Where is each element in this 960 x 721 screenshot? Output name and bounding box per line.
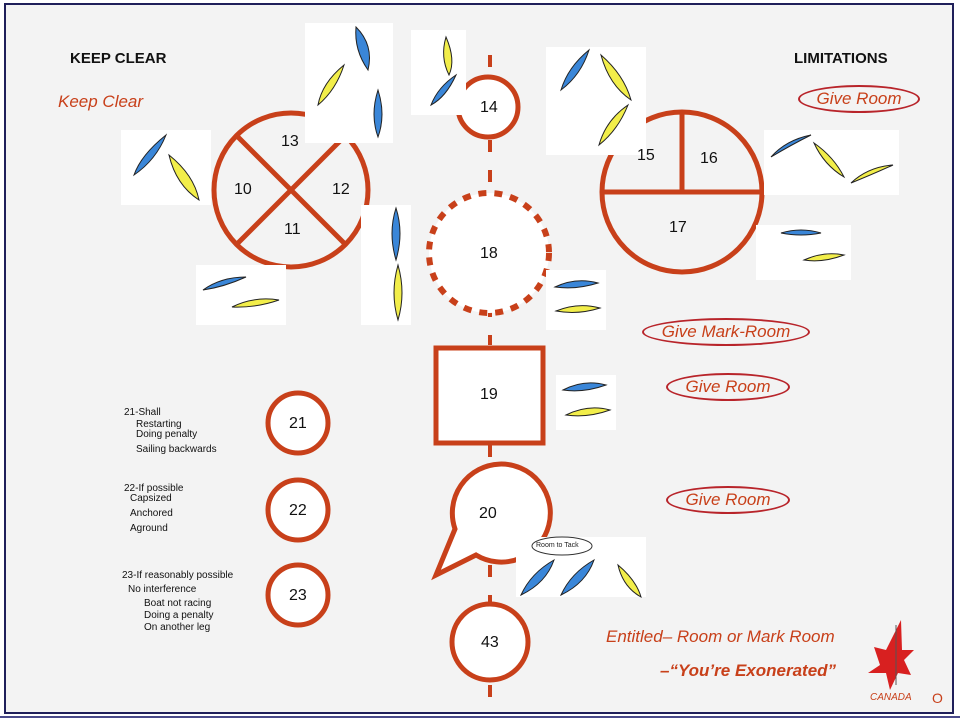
- diagram-graphics: [121, 23, 914, 712]
- rule-21-circle: [265, 390, 331, 456]
- rule-18-label: 18: [480, 245, 498, 262]
- entitled-word: Entitled: [606, 627, 663, 646]
- rule-18-circle: [426, 190, 552, 316]
- boat-icon: [391, 206, 401, 262]
- rule-23-label: 23: [289, 587, 307, 604]
- exonerated-line: –“You’re Exonerated”: [660, 661, 837, 680]
- boat-icon: [598, 103, 630, 147]
- corner-mark: O: [932, 690, 943, 706]
- rule-12-label: 12: [332, 181, 350, 198]
- boat-icon: [519, 558, 555, 597]
- boat-icon: [430, 73, 458, 107]
- boat-icon: [231, 298, 280, 308]
- give-room-19-label: Give Room: [666, 373, 790, 401]
- rule-13-label: 13: [281, 133, 299, 150]
- boat-icon: [770, 134, 812, 158]
- rule-43-circle: [449, 601, 531, 683]
- rule-15-label: 15: [637, 147, 655, 164]
- keep-clear-title: KEEP CLEAR: [70, 50, 167, 67]
- boat-icon: [560, 48, 590, 92]
- boat-icon: [600, 53, 632, 102]
- boat-icon: [133, 133, 168, 177]
- boat-icon: [802, 253, 846, 262]
- give-room-20-label: Give Room: [666, 486, 790, 514]
- boat-icon: [559, 558, 595, 597]
- boat-icon: [561, 382, 608, 392]
- rule-22-circle: [265, 477, 331, 543]
- rule-11-label: 11: [284, 221, 301, 238]
- rule-22-label: 22: [289, 502, 307, 519]
- room-to-tack-bubble: [531, 536, 593, 556]
- boat-icon: [202, 276, 247, 291]
- rule-23-circle: [265, 562, 331, 628]
- rule-19-square: [433, 345, 546, 446]
- entitled-rest: – Room or Mark Room: [662, 627, 835, 646]
- boat-icon: [850, 164, 894, 184]
- rule-19-label: 19: [480, 386, 498, 403]
- rules-10-13-symbol: [211, 110, 371, 270]
- boat-icon: [168, 153, 200, 202]
- bottom-rule: [0, 716, 960, 718]
- boat-icon: [812, 141, 846, 179]
- rule-21-label: 21: [289, 415, 307, 432]
- boat-icon: [443, 35, 453, 77]
- rule-23-note: 23-If reasonably possible No interferenc…: [122, 570, 234, 633]
- rule-14-label: 14: [480, 99, 498, 116]
- canada-logo-text: CANADA: [870, 692, 912, 703]
- rule-20-label: 20: [479, 505, 497, 522]
- boat-icon: [355, 25, 370, 72]
- boat-icons: [133, 25, 894, 599]
- rule-10-label: 10: [234, 181, 252, 198]
- rule-16-label: 16: [700, 150, 718, 167]
- boat-icon: [553, 280, 600, 289]
- boat-icon: [780, 229, 822, 236]
- rule-22-note: 22-If possible Capsized Anchored Aground: [124, 483, 184, 534]
- boat-icon: [554, 305, 602, 313]
- give-mark-room-label: Give Mark-Room: [642, 318, 810, 346]
- give-room-top-label: Give Room: [798, 85, 920, 113]
- boat-icon: [617, 563, 642, 599]
- rule-21-note: 21-Shall Restarting Doing penalty Sailin…: [124, 407, 217, 455]
- boat-icon: [373, 88, 383, 139]
- limitations-title: LIMITATIONS: [794, 50, 888, 67]
- boat-icon: [393, 263, 403, 322]
- rules-15-17-symbol: [599, 109, 765, 275]
- canada-logo: [868, 620, 914, 690]
- boat-icon: [317, 63, 345, 107]
- keep-clear-subtitle: Keep Clear: [58, 92, 144, 111]
- rule-17-label: 17: [669, 219, 687, 236]
- diagram-frame: KEEP CLEAR Keep Clear LIMITATIONS 13 10 …: [4, 3, 954, 714]
- boat-icon: [564, 407, 612, 417]
- room-to-tack-label: Room to Tack: [536, 542, 579, 549]
- rule-43-label: 43: [481, 634, 499, 651]
- entitled-line: Entitled– Room or Mark Room: [606, 627, 835, 647]
